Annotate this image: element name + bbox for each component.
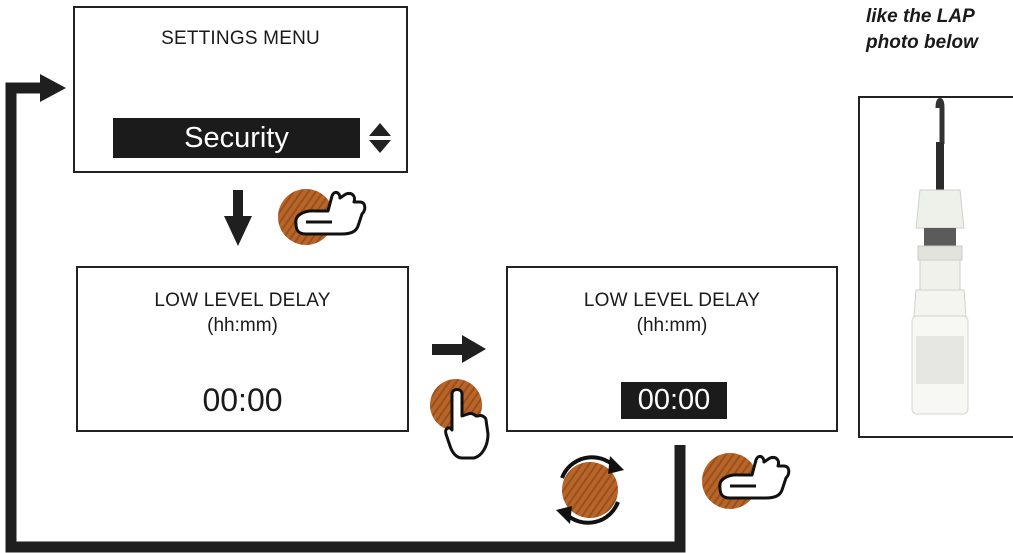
press-button-icon-2[interactable]: [700, 448, 792, 512]
sensor-photo-frame: [858, 96, 1013, 438]
return-loop-line: [5, 82, 686, 553]
selected-option[interactable]: Security: [113, 118, 360, 158]
side-note-line-2: photo below: [866, 32, 978, 53]
selected-option-label: Security: [184, 122, 289, 154]
down-arrow-shaft: [233, 190, 243, 218]
delay-edit-value: 00:00: [637, 384, 711, 416]
up-down-arrows-icon[interactable]: [368, 121, 392, 155]
right-arrow-shaft: [432, 344, 464, 355]
side-note-line-1: like the LAP: [866, 6, 975, 27]
press-button-icon[interactable]: [276, 184, 368, 248]
rotate-knob-icon[interactable]: [548, 448, 632, 532]
settings-menu-panel: SETTINGS MENU Security: [73, 6, 408, 173]
sensor-photo: [911, 98, 969, 415]
right-arrow-head: [462, 335, 486, 363]
delay-edit-title: LOW LEVEL DELAY: [583, 290, 761, 311]
low-level-delay-edit-panel: LOW LEVEL DELAY (hh:mm) 00:00: [506, 266, 838, 432]
tap-button-icon[interactable]: [430, 376, 492, 462]
delay-title: LOW LEVEL DELAY: [154, 290, 331, 311]
return-loop-arrowhead: [40, 74, 66, 102]
low-level-delay-panel: LOW LEVEL DELAY (hh:mm) 00:00: [76, 266, 409, 432]
delay-value: 00:00: [202, 382, 283, 418]
delay-edit-unit: (hh:mm): [636, 315, 708, 336]
delay-edit-value-box[interactable]: 00:00: [621, 382, 727, 419]
settings-menu-title: SETTINGS MENU: [161, 28, 320, 49]
side-note: like the LAP photo below: [866, 4, 978, 56]
delay-unit: (hh:mm): [207, 315, 278, 336]
down-arrow-head: [224, 216, 252, 246]
